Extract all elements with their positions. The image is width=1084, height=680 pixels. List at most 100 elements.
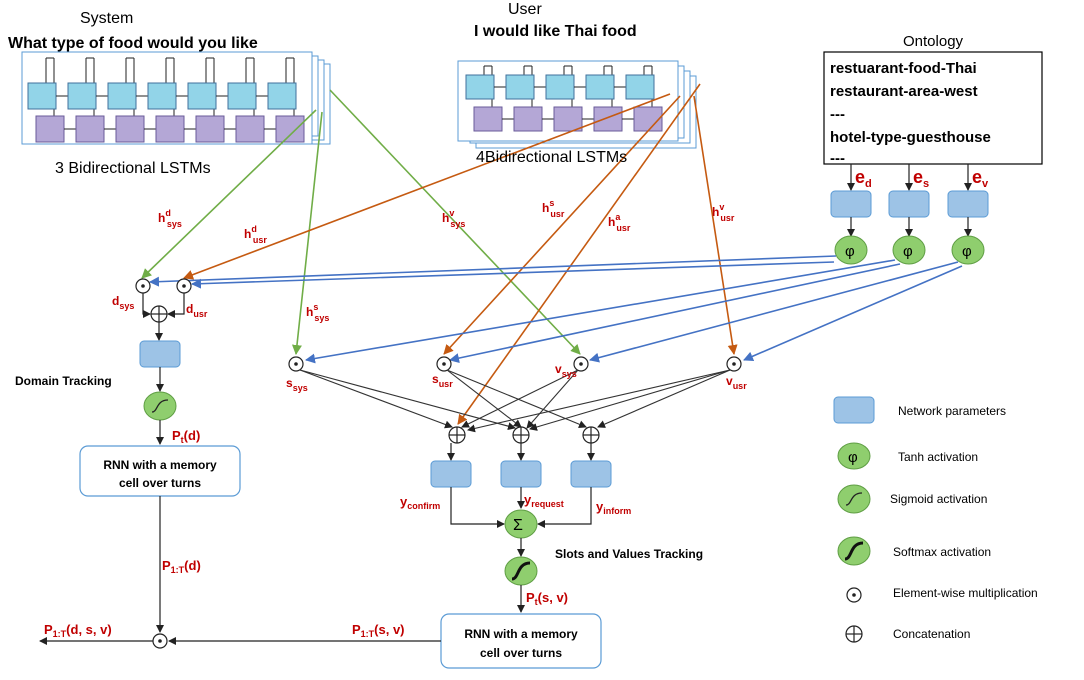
lstm-backward-cell	[35, 115, 65, 143]
y-confirm-label: yconfirm	[400, 494, 440, 511]
tanh-node-ed	[834, 235, 868, 265]
softmax-icon	[837, 536, 871, 566]
param-box-inform	[570, 460, 612, 488]
concat-nodes-slots	[448, 426, 600, 444]
lstm-forward-cell	[27, 82, 57, 110]
d-usr-label: dusr	[186, 302, 208, 319]
lstm-forward-cell	[147, 82, 177, 110]
embedding-es-label: es	[913, 167, 929, 190]
param-box-request	[500, 460, 542, 488]
lstm-backward-cell	[593, 106, 623, 132]
ontology-title: Ontology	[903, 33, 964, 50]
param-box-domain	[139, 340, 181, 368]
sigmoid-node-domain	[143, 391, 177, 421]
s-usr-label: susr	[432, 372, 453, 389]
lstm-backward-cell	[633, 106, 663, 132]
v-usr-label: vusr	[726, 374, 747, 391]
s-sys-label: ssys	[286, 376, 308, 393]
lstm-forward-cell	[187, 82, 217, 110]
lstm-backward-cell	[235, 115, 265, 143]
domain-pt-label: Pt(d)	[172, 428, 200, 445]
domain-tracking-label: Domain Tracking	[15, 374, 112, 388]
ontology-box	[823, 51, 1043, 165]
lstm-forward-cell	[67, 82, 97, 110]
slots-rnn-line1: RNN with a memory	[464, 627, 578, 641]
slots-pt-label: Pt(s, v)	[526, 590, 568, 607]
tanh-node-es	[892, 235, 926, 265]
lstm-backward-cell	[195, 115, 225, 143]
ontology-parameters	[830, 164, 989, 265]
blue-arrows	[149, 255, 963, 364]
user-lstm-cells	[465, 65, 663, 132]
domain-branch	[39, 278, 241, 649]
lstm-backward-cell	[473, 106, 503, 132]
ontology-item: restaurant-area-west	[830, 83, 978, 100]
system-lstm-label: 3 Bidirectional LSTMs	[55, 160, 211, 177]
lstm-backward-cell	[275, 115, 305, 143]
sum-symbol: Σ	[513, 517, 523, 534]
v-sys-label: vsys	[555, 362, 577, 379]
user-utterance: I would like Thai food	[474, 23, 637, 40]
user-lstm-label: 4Bidirectional LSTMs	[476, 149, 627, 166]
slots-rnn-line2: cell over turns	[480, 646, 562, 660]
system-title: System	[80, 10, 133, 27]
ontology-item: hotel-type-guesthouse	[830, 129, 991, 146]
legend-label: Network parameters	[898, 404, 1006, 418]
legend-icons	[833, 396, 875, 643]
lstm-forward-cell	[465, 74, 495, 100]
tanh-legend-symbol: φ	[848, 449, 858, 466]
param-box-confirm	[430, 460, 472, 488]
lstm-backward-cell	[553, 106, 583, 132]
param-box-ev	[947, 190, 989, 218]
legend-label: Element-wise multiplication	[893, 586, 1038, 600]
lstm-forward-cell	[625, 74, 655, 100]
domain-rnn-line1: RNN with a memory	[103, 458, 217, 472]
embedding-ed-label: ed	[855, 167, 872, 190]
legend-label: Sigmoid activation	[890, 492, 987, 506]
lstm-forward-cell	[227, 82, 257, 110]
d-sys-label: dsys	[112, 294, 134, 311]
slot-value-branch	[168, 356, 742, 669]
legend-label: Tanh activation	[898, 450, 978, 464]
sigmoid-icon	[837, 484, 871, 514]
tanh-node-ev	[951, 235, 985, 265]
y-request-label: yrequest	[524, 492, 564, 509]
ontology-item: ---	[830, 150, 845, 167]
user-title: User	[508, 1, 542, 18]
lstm-backward-cell	[115, 115, 145, 143]
final-output-label: P1:T(d, s, v)	[44, 622, 112, 639]
tanh-symbol: φ	[903, 243, 913, 260]
ontology-item: restuarant-food-Thai	[830, 60, 977, 77]
lstm-forward-cell	[505, 74, 535, 100]
system-utterance: What type of food would you like	[8, 35, 258, 52]
lstm-backward-cell	[155, 115, 185, 143]
orange-arrows	[183, 83, 738, 425]
lstm-forward-cell	[107, 82, 137, 110]
tanh-symbol: φ	[962, 243, 972, 260]
legend-label: Softmax activation	[893, 545, 991, 559]
embedding-ev-label: ev	[972, 167, 989, 190]
network-parameter-icon	[833, 396, 875, 424]
tanh-icon	[837, 442, 871, 470]
lstm-forward-cell	[267, 82, 297, 110]
lstm-backward-cell	[513, 106, 543, 132]
y-inform-label: yinform	[596, 499, 631, 516]
domain-p1t-label: P1:T(d)	[162, 558, 201, 575]
lstm-backward-cell	[75, 115, 105, 143]
legend-label: Concatenation	[893, 627, 970, 641]
lstm-forward-cell	[585, 74, 615, 100]
slots-p1t-label: P1:T(s, v)	[352, 622, 405, 639]
slots-tracking-label: Slots and Values Tracking	[555, 547, 703, 561]
param-box-ed	[830, 190, 872, 218]
system-lstm-cells	[27, 57, 305, 143]
ontology-item: ---	[830, 106, 845, 123]
